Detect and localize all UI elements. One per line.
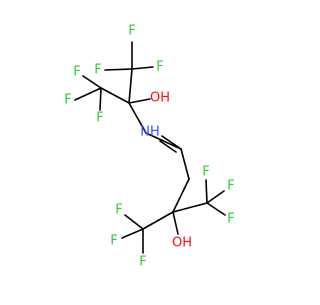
- fluorine-label: F: [128, 24, 135, 39]
- bond-c5-n-b: [159, 140, 177, 153]
- fluorine-label: F: [96, 111, 103, 126]
- fluorine-label: F: [94, 63, 101, 78]
- bond-c2-ch2: [128, 102, 147, 134]
- fluorine-label: F: [156, 60, 163, 75]
- bond-ch2-c7: [172, 178, 190, 213]
- structure-drawing: F F F F F F OH NH F F F F F F OH: [0, 0, 300, 300]
- bond-c5-ch2: [180, 148, 190, 180]
- bond-c9-f-upper: [124, 214, 144, 230]
- bond-c8-f-lower: [206, 202, 226, 216]
- bond-ch2-c5: [145, 132, 182, 150]
- atom-label-layer: F F F F F F OH NH F F F F F F OH: [64, 24, 234, 270]
- bond-c2-c3: [128, 68, 133, 104]
- fluorine-label: F: [110, 234, 117, 249]
- bond-c5-n-a: [161, 135, 182, 150]
- bond-c8-f-upper: [205, 179, 208, 204]
- bond-c1-f-lower: [99, 87, 102, 111]
- bond-c8-f-mid: [206, 190, 225, 204]
- bond-c2-c1: [100, 87, 130, 104]
- bond-layer: [100, 68, 208, 235]
- bond-c3-f-left: [104, 68, 133, 71]
- canvas-background: [0, 0, 300, 300]
- fluorine-label: F: [227, 212, 234, 227]
- fluorine-label: F: [64, 93, 71, 108]
- fluorine-label: F: [202, 165, 209, 180]
- bond-c7-o: [172, 211, 179, 235]
- molecule-diagram: F F F F F F OH NH F F F F F F OH: [0, 0, 300, 300]
- hydroxyl-label: OH: [150, 91, 170, 106]
- bond-c2-o: [128, 98, 151, 104]
- imine-label: NH: [140, 125, 160, 140]
- fluorine-label: F: [227, 179, 234, 194]
- bond-c7-c9: [142, 211, 174, 230]
- bond-c1-f-upper: [82, 75, 102, 89]
- fluorine-label: F: [73, 65, 80, 80]
- bond-c9-f-lower: [121, 228, 144, 239]
- hydroxyl-label: OH: [172, 236, 192, 251]
- bond-c1-f-mid: [74, 87, 102, 101]
- cf-bond-layer: [74, 41, 226, 254]
- bond-c3-f-right: [131, 66, 154, 70]
- fluorine-label: F: [115, 203, 122, 218]
- fluorine-label: F: [139, 255, 146, 270]
- bond-c7-c8: [172, 202, 208, 213]
